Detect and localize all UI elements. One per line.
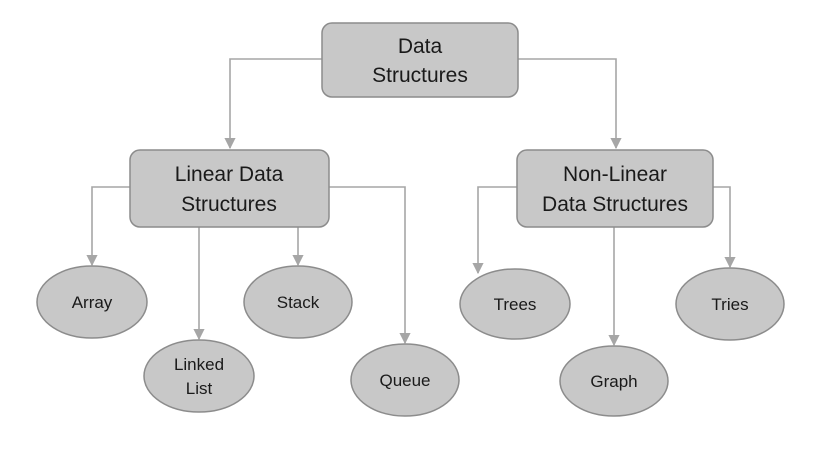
- node-data-structures: Data Structures: [321, 22, 519, 98]
- node-linear-data-structures: Linear Data Structures: [129, 149, 330, 228]
- leaf-array: Array: [36, 265, 148, 339]
- connectors: [86, 58, 736, 347]
- node-non-linear-data-structures: Non-Linear Data Structures: [516, 149, 714, 228]
- leaf-graph: Graph: [559, 345, 669, 417]
- connector-linear-to-queue: [329, 186, 411, 345]
- leaf-queue-label: Queue: [379, 371, 430, 390]
- node-data-structures-label-line2: Structures: [372, 64, 468, 87]
- node-data-structures-label-line1: Data: [398, 35, 443, 58]
- leaf-tries-label: Tries: [711, 295, 748, 314]
- connector-nonlinear-to-trees: [472, 186, 517, 275]
- node-linear-label-line2: Structures: [181, 193, 277, 216]
- leaf-stack-label: Stack: [277, 293, 320, 312]
- leaf-linked-list-label-line2: List: [186, 379, 213, 398]
- connector-root-to-linear: [224, 58, 322, 150]
- connector-linear-to-array: [86, 186, 130, 267]
- leaf-tries: Tries: [675, 267, 785, 341]
- connector-root-to-nonlinear: [518, 58, 622, 150]
- leaf-graph-label: Graph: [590, 372, 637, 391]
- leaf-trees: Trees: [459, 268, 571, 340]
- node-nonlinear-label-line2: Data Structures: [542, 193, 688, 216]
- connector-nonlinear-to-tries: [713, 186, 736, 269]
- leaf-array-label: Array: [72, 293, 113, 312]
- leaf-queue: Queue: [350, 343, 460, 417]
- leaf-trees-label: Trees: [494, 295, 537, 314]
- node-nonlinear-label-line1: Non-Linear: [563, 163, 667, 186]
- leaf-linked-list: Linked List: [143, 339, 255, 413]
- leaf-linked-list-label-line1: Linked: [174, 355, 224, 374]
- node-linear-label-line1: Linear Data: [175, 163, 284, 186]
- leaf-stack: Stack: [243, 265, 353, 339]
